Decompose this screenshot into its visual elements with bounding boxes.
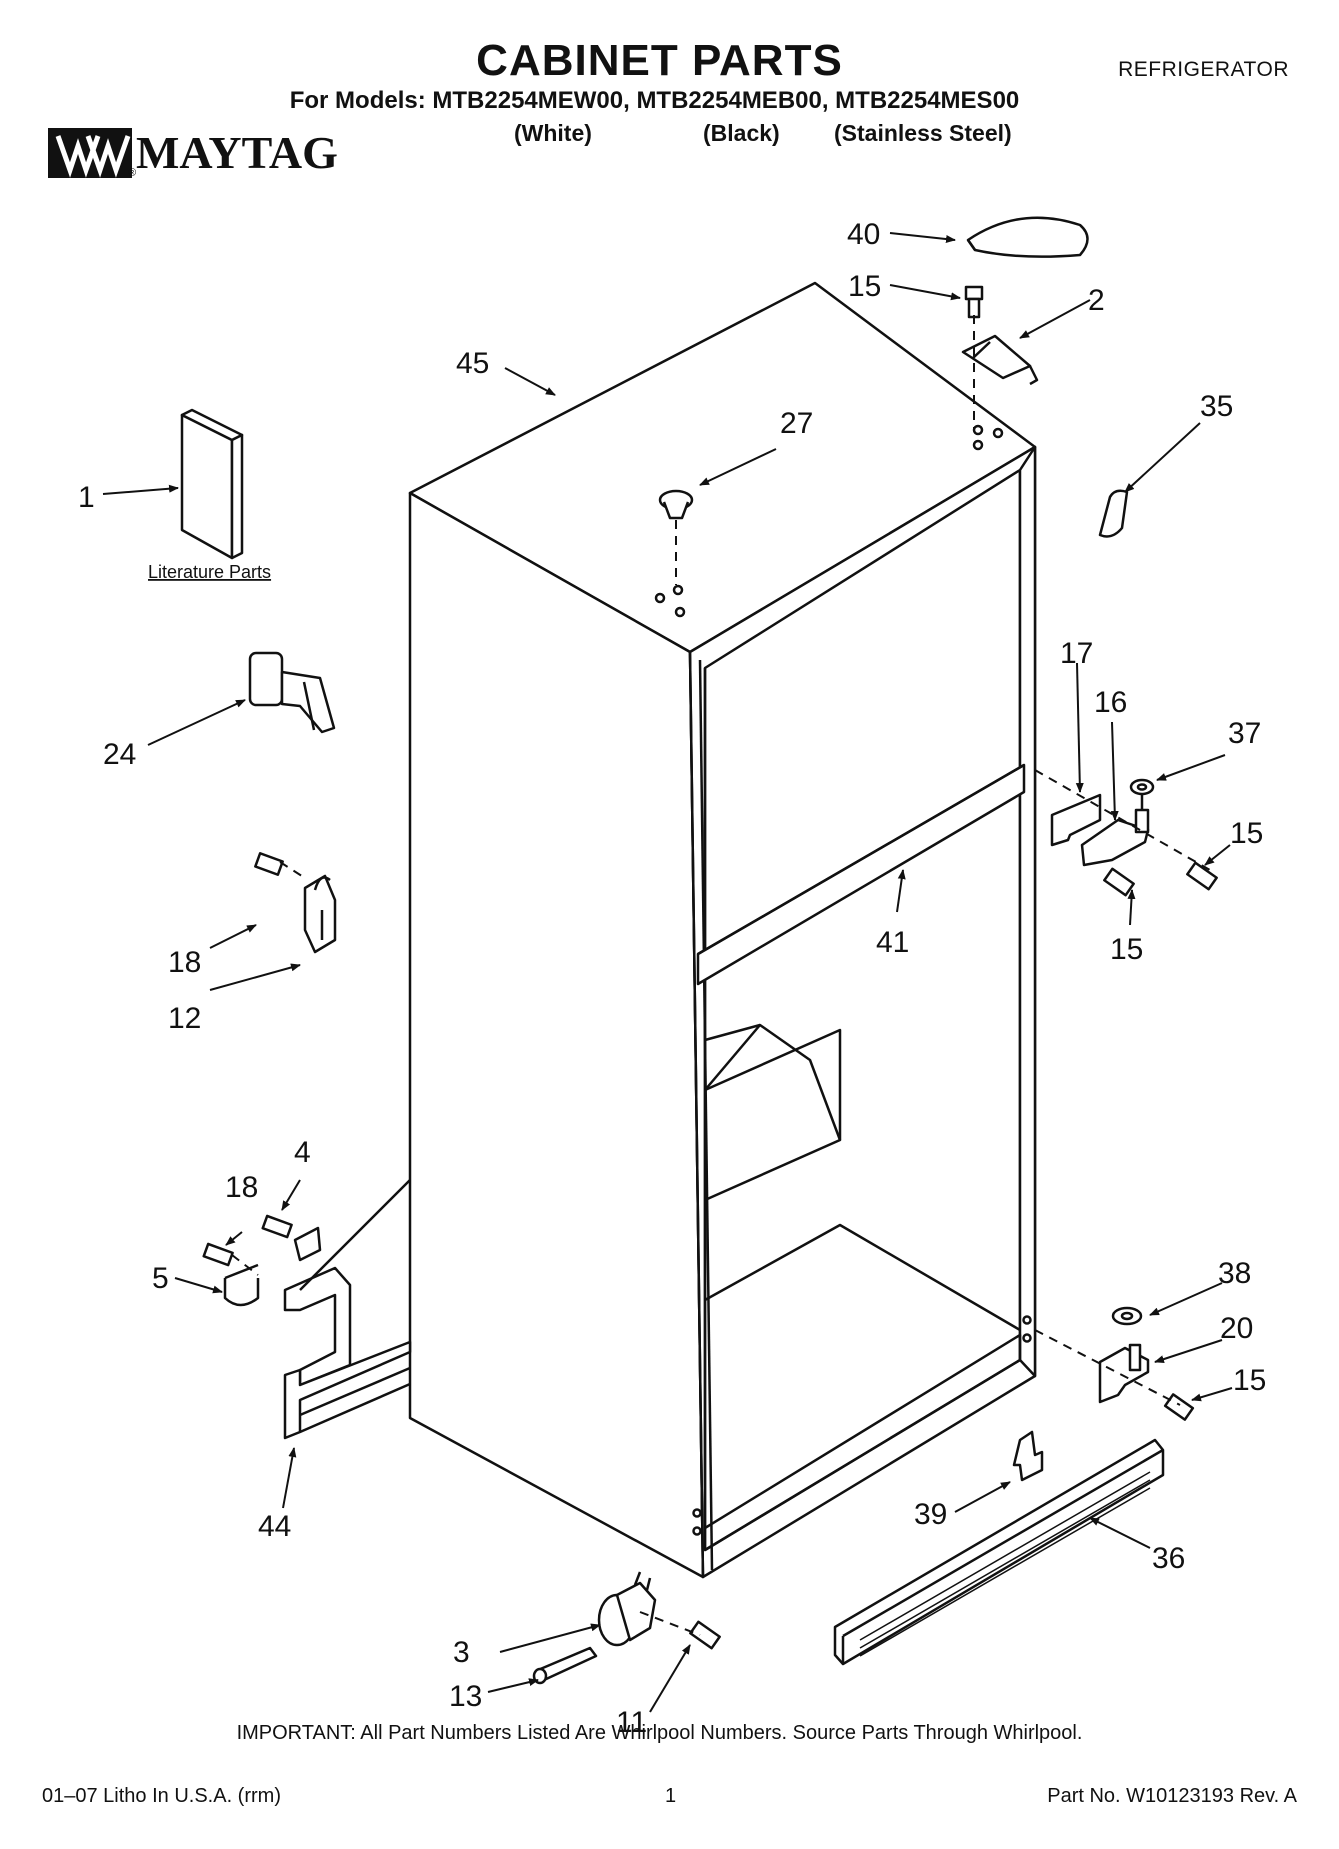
handle-part-44 bbox=[283, 1179, 412, 1440]
maytag-emblem-icon bbox=[48, 128, 132, 178]
callout-16: 16 bbox=[1094, 686, 1127, 719]
callout-11: 11 bbox=[616, 1706, 647, 1739]
bracket-part-4 bbox=[293, 1226, 322, 1262]
callout-13: 13 bbox=[449, 1680, 482, 1713]
callout-20: 20 bbox=[1220, 1312, 1253, 1345]
screw-part-15-bottom bbox=[1163, 1393, 1195, 1421]
callout-38: 38 bbox=[1218, 1257, 1251, 1290]
washer-part-38 bbox=[1111, 1306, 1143, 1326]
callout-15-top: 15 bbox=[848, 270, 881, 303]
screw-part-11 bbox=[689, 1620, 721, 1650]
callout-45: 45 bbox=[456, 347, 489, 380]
clamp-part-5 bbox=[223, 1263, 260, 1307]
callout-18-lower: 18 bbox=[225, 1171, 258, 1204]
callout-24: 24 bbox=[103, 738, 136, 771]
top-hinge-part-2 bbox=[961, 334, 1039, 386]
screw-part-4 bbox=[261, 1214, 293, 1239]
brand-name: MAYTAG bbox=[136, 127, 338, 178]
callout-12: 12 bbox=[168, 1002, 201, 1035]
mullion-part-41 bbox=[696, 763, 1026, 986]
literature-part-1 bbox=[180, 408, 244, 560]
variant-stainless: (Stainless Steel) bbox=[834, 120, 1012, 146]
hinge-bracket-part-17 bbox=[1050, 793, 1102, 847]
callout-27: 27 bbox=[780, 407, 813, 440]
callout-4: 4 bbox=[294, 1136, 311, 1169]
literature-caption: Literature Parts bbox=[148, 562, 271, 582]
callout-1: 1 bbox=[78, 481, 95, 514]
screw-part-15-center-b bbox=[1186, 861, 1218, 891]
callout-17: 17 bbox=[1060, 637, 1093, 670]
bottom-hinge-part-20 bbox=[1098, 1343, 1150, 1404]
axle-part-13 bbox=[532, 1646, 598, 1685]
screw-part-18-upper bbox=[254, 852, 284, 876]
screw-part-18-lower bbox=[202, 1242, 234, 1267]
callout-44: 44 bbox=[258, 1510, 291, 1543]
important-note: IMPORTANT: All Part Numbers Listed Are W… bbox=[236, 1722, 1083, 1744]
callout-41: 41 bbox=[876, 926, 909, 959]
part-number: Part No. W10123193 Rev. A bbox=[1047, 1785, 1297, 1807]
callout-35: 35 bbox=[1200, 390, 1233, 423]
page-number: 1 bbox=[665, 1785, 677, 1807]
hinge-cap-part-40 bbox=[966, 216, 1089, 258]
registered-mark: ® bbox=[128, 167, 137, 179]
screw-part-15-center-a bbox=[1103, 867, 1135, 897]
callout-40: 40 bbox=[847, 218, 880, 251]
callout-37: 37 bbox=[1228, 717, 1261, 750]
page-title: CABINET PARTS bbox=[476, 36, 843, 85]
litho-note: 01–07 Litho In U.S.A. (rrm) bbox=[42, 1785, 281, 1807]
product-type: REFRIGERATOR bbox=[1118, 58, 1289, 81]
callout-3: 3 bbox=[453, 1636, 470, 1669]
plug-part-27 bbox=[658, 489, 694, 520]
callout-2: 2 bbox=[1088, 284, 1105, 317]
callout-39: 39 bbox=[914, 1498, 947, 1531]
callout-15-center-lower: 15 bbox=[1110, 933, 1143, 966]
toe-grille-part-36 bbox=[833, 1438, 1165, 1666]
callout-5: 5 bbox=[152, 1262, 169, 1295]
variant-black: (Black) bbox=[703, 120, 780, 146]
callout-18-upper: 18 bbox=[168, 946, 201, 979]
washer-part-37 bbox=[1129, 778, 1155, 796]
maytag-logo: MAYTAG ® bbox=[48, 122, 338, 192]
pin-part-24 bbox=[248, 651, 336, 734]
part-35 bbox=[1098, 489, 1129, 538]
screw-part-15-top bbox=[964, 285, 984, 319]
callout-15-bottom: 15 bbox=[1233, 1364, 1266, 1397]
bracket-part-12 bbox=[303, 874, 337, 954]
model-list: For Models: MTB2254MEW00, MTB2254MEB00, … bbox=[289, 87, 1020, 114]
cabinet-part-45 bbox=[408, 281, 1037, 1579]
callout-15-center-right: 15 bbox=[1230, 817, 1263, 850]
callout-36: 36 bbox=[1152, 1542, 1185, 1575]
roller-part-3 bbox=[597, 1571, 657, 1647]
clip-part-39 bbox=[1012, 1430, 1044, 1482]
variant-white: (White) bbox=[514, 120, 592, 146]
